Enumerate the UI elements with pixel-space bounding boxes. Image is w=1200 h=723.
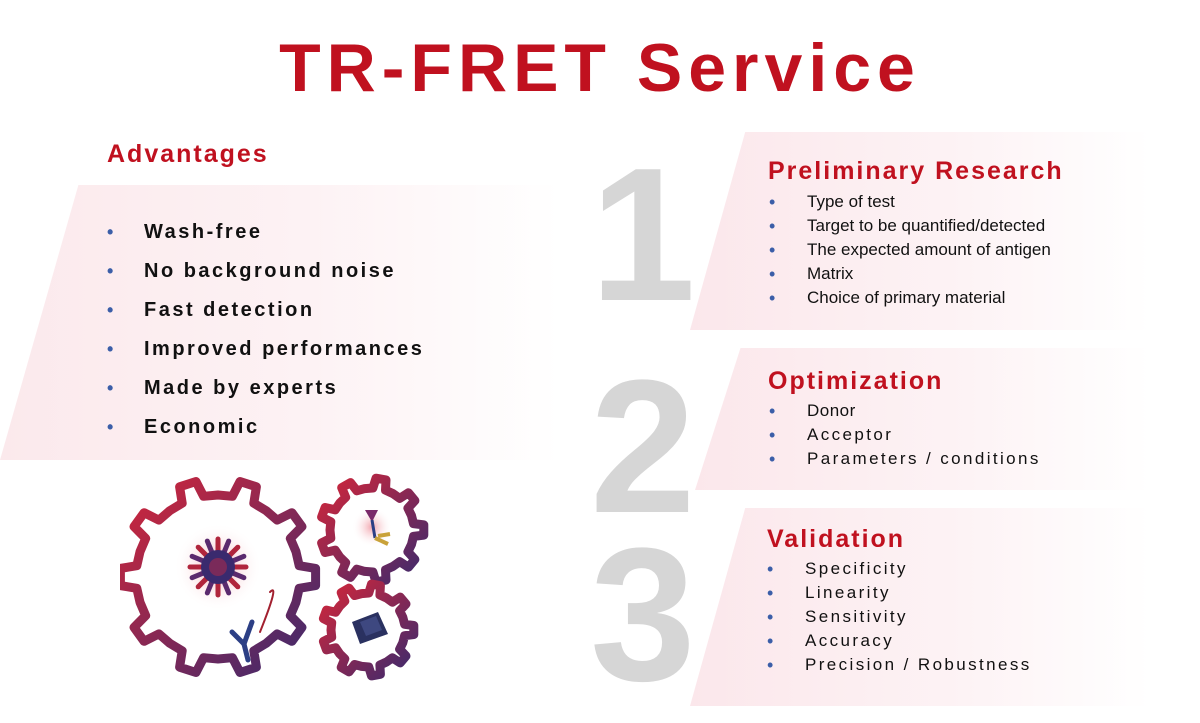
step-1-item: •Matrix xyxy=(769,264,854,284)
step-2-band xyxy=(695,348,1150,490)
step-3-item: •Linearity xyxy=(767,583,891,603)
advantage-item: •Improved performances xyxy=(107,331,424,370)
bullet-icon: • xyxy=(107,300,116,320)
bullet-icon: • xyxy=(767,559,776,579)
bullet-icon: • xyxy=(769,264,776,284)
step-3-band xyxy=(690,508,1150,706)
chip-icon xyxy=(352,612,388,644)
bullet-icon: • xyxy=(767,583,776,603)
bullet-icon: • xyxy=(107,222,116,242)
bullet-icon: • xyxy=(107,378,116,398)
step-2-item: •Acceptor xyxy=(769,425,894,445)
bullet-icon: • xyxy=(769,449,778,469)
step-2-heading: Optimization xyxy=(768,367,944,395)
step-3-item: •Accuracy xyxy=(767,631,895,651)
step-1-item: •Target to be quantified/detected xyxy=(769,216,1046,236)
advantages-band xyxy=(0,185,560,460)
bullet-icon: • xyxy=(769,425,778,445)
step-2-item: •Donor xyxy=(769,401,856,421)
bullet-icon: • xyxy=(769,216,776,236)
step-2-list: •Donor •Acceptor •Parameters / condition… xyxy=(769,400,1041,472)
step-1-heading: Preliminary Research xyxy=(768,157,1064,185)
step-1-number: 1 xyxy=(590,129,696,341)
advantages-heading: Advantages xyxy=(107,140,269,168)
step-3-item: •Sensitivity xyxy=(767,607,908,627)
bullet-icon: • xyxy=(769,401,776,421)
bullet-icon: • xyxy=(767,607,776,627)
bullet-icon: • xyxy=(769,240,776,260)
step-3-item: •Precision / Robustness xyxy=(767,655,1032,675)
bullet-icon: • xyxy=(107,339,116,359)
step-1-band xyxy=(690,132,1150,330)
bullet-icon: • xyxy=(767,655,776,675)
step-3-number: 3 xyxy=(590,509,696,721)
step-2-number: 2 xyxy=(590,341,696,553)
bullet-icon: • xyxy=(767,631,776,651)
advantages-list: •Wash-free •No background noise •Fast de… xyxy=(107,214,424,448)
step-1-list: •Type of test •Target to be quantified/d… xyxy=(769,191,1051,311)
advantage-item: •Wash-free xyxy=(107,214,424,253)
step-2-item: •Parameters / conditions xyxy=(769,449,1041,469)
step-3-item: •Specificity xyxy=(767,559,908,579)
step-3-heading: Validation xyxy=(767,525,906,553)
antibody-icon xyxy=(229,589,275,663)
bullet-icon: • xyxy=(769,192,776,212)
advantage-item: •Economic xyxy=(107,409,424,448)
advantage-item: •No background noise xyxy=(107,253,424,292)
step-1-item: •The expected amount of antigen xyxy=(769,240,1051,260)
page-title: TR-FRET Service xyxy=(279,30,921,106)
bullet-icon: • xyxy=(107,261,116,281)
step-1-item: •Type of test xyxy=(769,192,895,212)
advantage-item: •Fast detection xyxy=(107,292,424,331)
step-1-item: •Choice of primary material xyxy=(769,288,1006,308)
virus-icon xyxy=(174,523,262,611)
probe-icon xyxy=(352,507,392,547)
gear-illustration xyxy=(120,473,429,681)
step-3-list: •Specificity •Linearity •Sensitivity •Ac… xyxy=(767,558,1032,678)
bullet-icon: • xyxy=(107,417,116,437)
advantage-item: •Made by experts xyxy=(107,370,424,409)
bullet-icon: • xyxy=(769,288,776,308)
